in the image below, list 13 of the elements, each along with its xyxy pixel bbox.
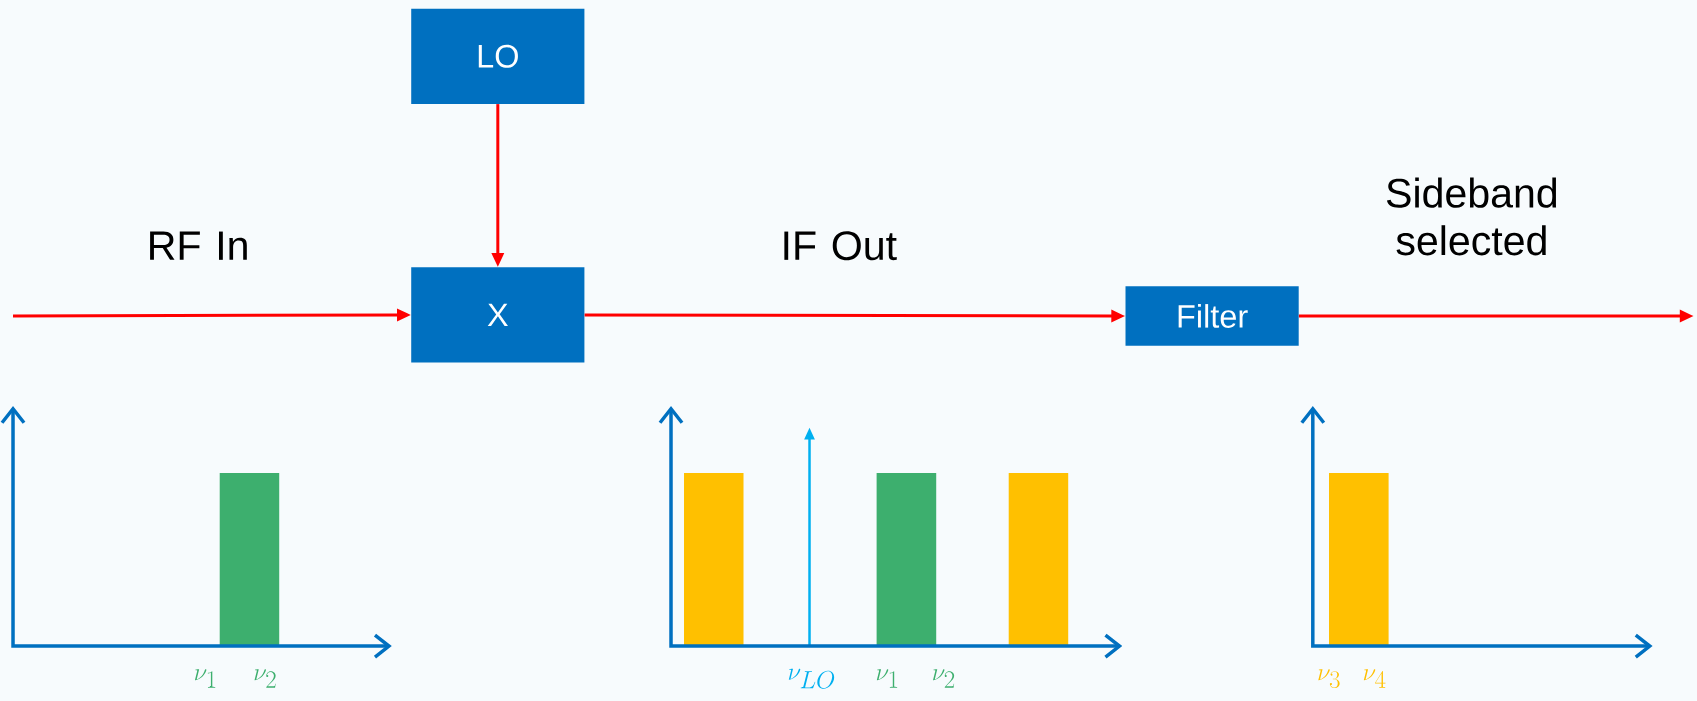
process-box: X bbox=[411, 267, 585, 363]
frequency-label: $\nu_1$ bbox=[194, 669, 216, 688]
frequency-label: $\nu_3$ bbox=[1318, 669, 1340, 689]
process-box: Filter bbox=[1125, 286, 1299, 346]
frequency-label: $\nu_2$ bbox=[254, 669, 276, 688]
edge-label: IF Out bbox=[784, 231, 897, 261]
frequency-label: $\nu_{LO}$ bbox=[788, 668, 835, 689]
process-box: LO bbox=[411, 8, 585, 104]
edge-label: Sideband selected bbox=[1386, 177, 1557, 256]
frequency-label: $\nu_2$ bbox=[933, 669, 955, 688]
frequency-label: $\nu_1$ bbox=[876, 669, 898, 688]
frequency-label: $\nu_4$ bbox=[1363, 669, 1386, 688]
edge-label: RF In bbox=[150, 231, 247, 260]
